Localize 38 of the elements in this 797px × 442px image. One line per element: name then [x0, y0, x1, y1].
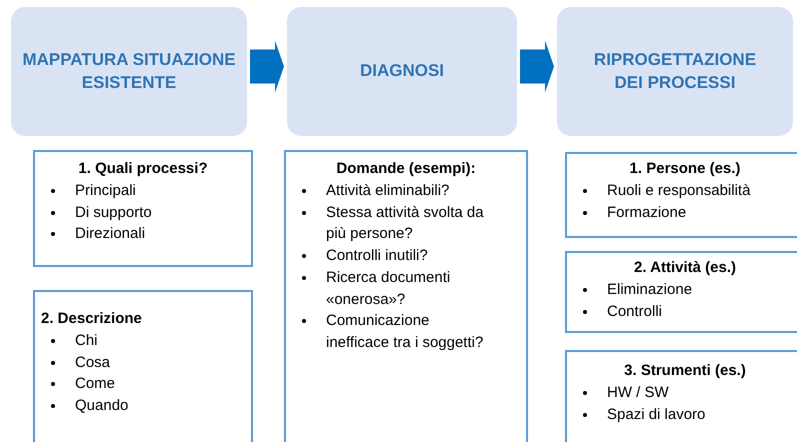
card-heading: Domande (esempi): — [336, 159, 476, 179]
bullet-item: Formazione — [607, 202, 686, 222]
bullet-item: Chi — [75, 330, 98, 351]
list-card — [284, 150, 528, 442]
list-card — [33, 150, 253, 267]
card-heading: 1. Persone (es.) — [630, 159, 740, 179]
list-card — [33, 290, 253, 442]
phase-box — [557, 7, 793, 136]
bullet-item: Spazi di lavoro — [607, 404, 706, 424]
bullet-item: Principali — [75, 180, 136, 201]
bullet-item: Stessa attività svolta da più persone? — [326, 202, 485, 244]
bullet-item: Ricerca documenti «onerosa»? — [326, 268, 452, 310]
bullet-item: Quando — [75, 396, 128, 416]
phase-box — [287, 7, 517, 136]
phase-title: MAPPATURA SITUAZIONE ESISTENTE — [22, 49, 236, 94]
list-card — [565, 251, 797, 333]
card-heading: 1. Quali processi? — [78, 159, 208, 179]
bullet-item: Controlli — [607, 302, 662, 322]
card-heading: 3. Strumenti (es.) — [624, 361, 746, 381]
bullet-item: Attività eliminabili? — [326, 180, 450, 201]
bullet-item: Ruoli e responsabilità — [607, 180, 750, 201]
block-arrow — [520, 40, 554, 92]
bullet-item: Di supporto — [75, 202, 152, 222]
bullet-item: Cosa — [75, 352, 110, 372]
bullet-item: Comunicazione inefficace tra i soggetti? — [326, 311, 484, 353]
phase-title: RIPROGETTAZIONE DEI PROCESSI — [592, 49, 758, 94]
card-heading: 2. Descrizione — [41, 309, 142, 329]
bullet-item: HW / SW — [607, 382, 669, 403]
phase-box — [11, 7, 247, 136]
list-card — [565, 350, 797, 442]
list-card — [565, 152, 797, 238]
bullet-item: Direzionali — [75, 224, 146, 244]
phase-title: DIAGNOSI — [360, 60, 444, 82]
bullet-item: Controlli inutili? — [326, 246, 428, 266]
card-heading: 2. Attività (es.) — [634, 258, 736, 278]
block-arrow — [250, 40, 284, 92]
bullet-item: Come — [75, 374, 116, 394]
bullet-item: Eliminazione — [607, 280, 692, 300]
